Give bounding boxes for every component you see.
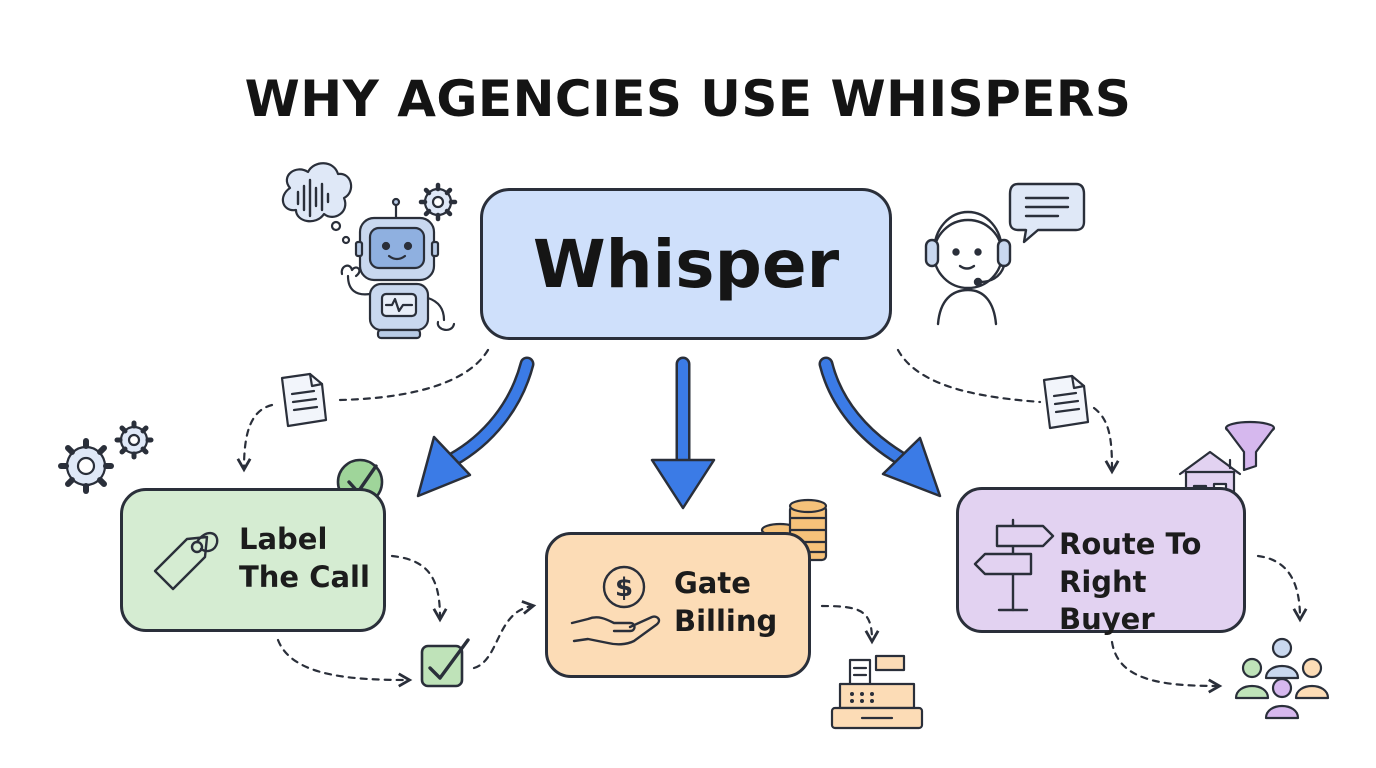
check-box-icon xyxy=(420,638,470,688)
dashed-connector xyxy=(338,348,490,402)
dashed-connector xyxy=(1256,554,1308,623)
document-icon xyxy=(280,372,328,428)
dashed-connector xyxy=(472,600,537,670)
card-label: Label The Call xyxy=(239,522,370,594)
support-agent-icon xyxy=(924,182,1086,326)
arrow-to-route xyxy=(818,356,942,498)
arrow-to-label xyxy=(416,356,535,498)
dashed-connector xyxy=(1110,640,1223,694)
robot-icon xyxy=(281,162,456,340)
dashed-connector xyxy=(1092,406,1120,475)
price-tag-icon xyxy=(153,531,219,591)
gears-icon xyxy=(58,420,154,494)
label-call-card: Label The Call xyxy=(120,488,386,632)
gear-icon xyxy=(418,182,458,222)
hub-label: Whisper xyxy=(532,225,840,303)
funnel-icon xyxy=(1224,420,1276,472)
dashed-connector xyxy=(390,554,448,623)
document-icon xyxy=(1042,374,1090,430)
dashed-connector xyxy=(236,403,274,473)
currency-symbol: $ xyxy=(615,573,633,603)
arrow-to-billing xyxy=(650,356,716,510)
card-label: Gate Billing xyxy=(674,566,778,638)
people-group-icon xyxy=(1234,637,1330,720)
dashed-connector xyxy=(820,604,880,645)
dashed-connector xyxy=(276,638,413,688)
dashed-connector xyxy=(896,348,1042,404)
cash-register-icon xyxy=(830,654,924,730)
whisper-hub: Whisper xyxy=(480,188,892,340)
gate-billing-card: $ Gate Billing xyxy=(545,532,811,678)
page-title: WHY AGENCIES USE WHISPERS xyxy=(244,70,1132,128)
card-label: Route To Right Buyer xyxy=(1059,527,1202,637)
signpost-icon xyxy=(973,518,1055,612)
money-hand-icon: $ xyxy=(570,565,661,646)
route-buyer-card: Route To Right Buyer xyxy=(956,487,1246,636)
